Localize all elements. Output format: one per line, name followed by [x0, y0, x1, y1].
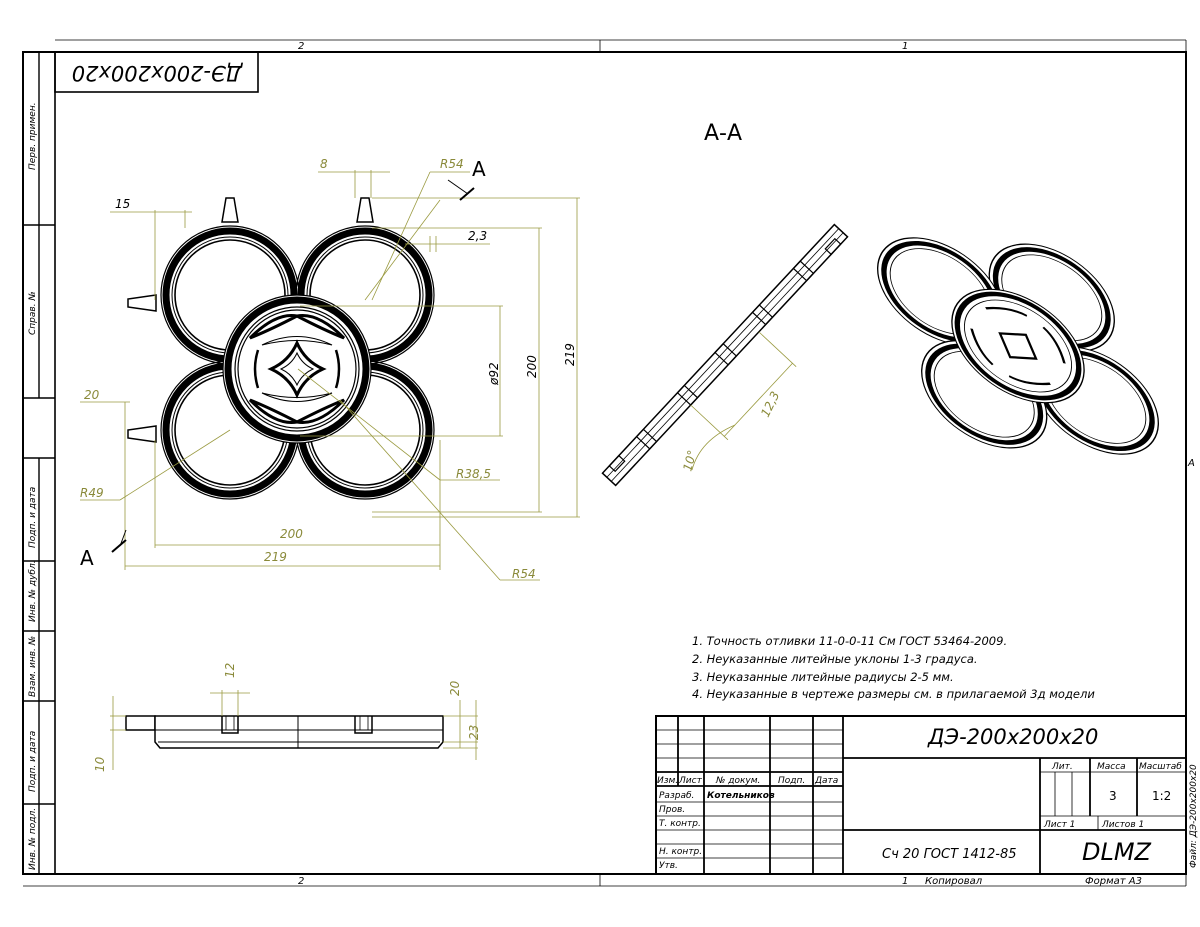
note-1: 1. Точность отливки 11-0-0-11 См ГОСТ 53… [692, 634, 1007, 648]
row-utv: Утв. [659, 861, 678, 871]
section-arrows [111, 179, 475, 553]
sheet-label: Лист 1 [1043, 820, 1075, 830]
note-4: 4. Неуказанные в чертеже размеры см. в п… [692, 687, 1095, 701]
dim-219-horizontal: 219 [264, 550, 287, 564]
zone-label-right: A [1187, 458, 1195, 469]
plan-view [127, 197, 434, 499]
zone-label-top-right: 1 [902, 41, 908, 52]
dim-2-3: 2,3 [468, 229, 487, 243]
col-list: Лист [678, 776, 703, 786]
dim-r49: R49 [80, 486, 104, 500]
dim-92: ø92 [487, 362, 501, 386]
zone-label-bottom-right: 1 [902, 876, 908, 887]
dim-r54-top: R54 [440, 157, 464, 171]
side-label-podp-data-2: Подп. и дата [28, 731, 38, 792]
title-material: Сч 20 ГОСТ 1412-85 [882, 847, 1017, 862]
col-doc: № докум. [715, 776, 760, 786]
zone-label-top-left: 2 [298, 41, 304, 52]
dim-219-vertical: 219 [563, 343, 577, 366]
dim-20-plan: 20 [84, 388, 100, 402]
side-label-perv-primen: Перв. примен. [28, 102, 38, 170]
side-label-sprav: Справ. № [28, 291, 38, 335]
technical-notes: 1. Точность отливки 11-0-0-11 См ГОСТ 53… [692, 634, 1095, 701]
dim-10: 10 [93, 756, 107, 772]
dim-12-3: 12,3 [758, 389, 782, 419]
mass-value: 3 [1109, 789, 1117, 803]
side-label-podp-data-1: Подп. и дата [28, 487, 38, 548]
col-podp: Подп. [778, 776, 805, 786]
dim-200-horizontal: 200 [280, 527, 303, 541]
zone-label-bottom-left: 2 [298, 876, 304, 887]
copied-label: Копировал [925, 876, 983, 887]
side-label-inv-podl: Инв. № подл. [28, 808, 38, 870]
section-mark-bottom: А [80, 546, 94, 570]
row-prov: Пров. [659, 805, 685, 815]
dim-r38-5: R38,5 [456, 467, 491, 481]
title-block [655, 715, 1187, 875]
dim-23: 23 [467, 725, 481, 740]
note-2: 2. Неуказанные литейные уклоны 1-3 граду… [692, 652, 978, 666]
dim-15: 15 [115, 197, 130, 211]
section-view [601, 223, 849, 487]
inverted-stamp: ДЭ-200x200x20 [54, 51, 259, 93]
row-razrab: Разраб. [659, 791, 694, 801]
side-view [125, 715, 444, 749]
dim-20-side: 20 [448, 680, 462, 696]
isometric-view [876, 237, 1160, 455]
section-title: А-А [704, 121, 742, 146]
mass-label: Масса [1097, 762, 1126, 772]
sheets-label: Листов 1 [1101, 820, 1144, 830]
scale-value: 1:2 [1152, 789, 1171, 803]
inverted-designation: ДЭ-200x200x20 [72, 61, 243, 85]
title-designation: ДЭ-200x200x20 [927, 725, 1098, 749]
row-tkontr: Т. контр. [659, 819, 701, 829]
dim-200-vertical: 200 [525, 355, 539, 378]
dim-8: 8 [320, 157, 328, 171]
row-nkontr: Н. контр. [659, 847, 702, 857]
title-org: DLMZ [1082, 838, 1152, 866]
scale-label: Масштаб [1139, 762, 1182, 772]
side-strip [22, 51, 56, 875]
dim-12: 12 [223, 663, 237, 678]
col-izm: Изм. [657, 776, 678, 786]
razrab-name: Котельников [707, 791, 775, 801]
side-label-inv-dubl: Инв. № дубл. [28, 560, 38, 622]
dim-r54-bottom: R54 [512, 567, 536, 581]
section-mark-top: А [472, 157, 486, 181]
plan-dimensions [80, 170, 580, 581]
col-data: Дата [814, 776, 838, 786]
side-dimensions [110, 690, 478, 770]
note-3: 3. Неуказанные литейные радиусы 2-5 мм. [692, 670, 954, 684]
file-label: Файл: ДЭ-200x200x20 [1189, 764, 1199, 868]
drawing-frame [22, 39, 1187, 887]
lit-label: Лит. [1051, 762, 1073, 772]
side-label-vzam-inv: Взам. инв. № [28, 636, 38, 697]
angle-10: 10° [680, 449, 699, 473]
format-label: Формат A3 [1085, 876, 1142, 887]
